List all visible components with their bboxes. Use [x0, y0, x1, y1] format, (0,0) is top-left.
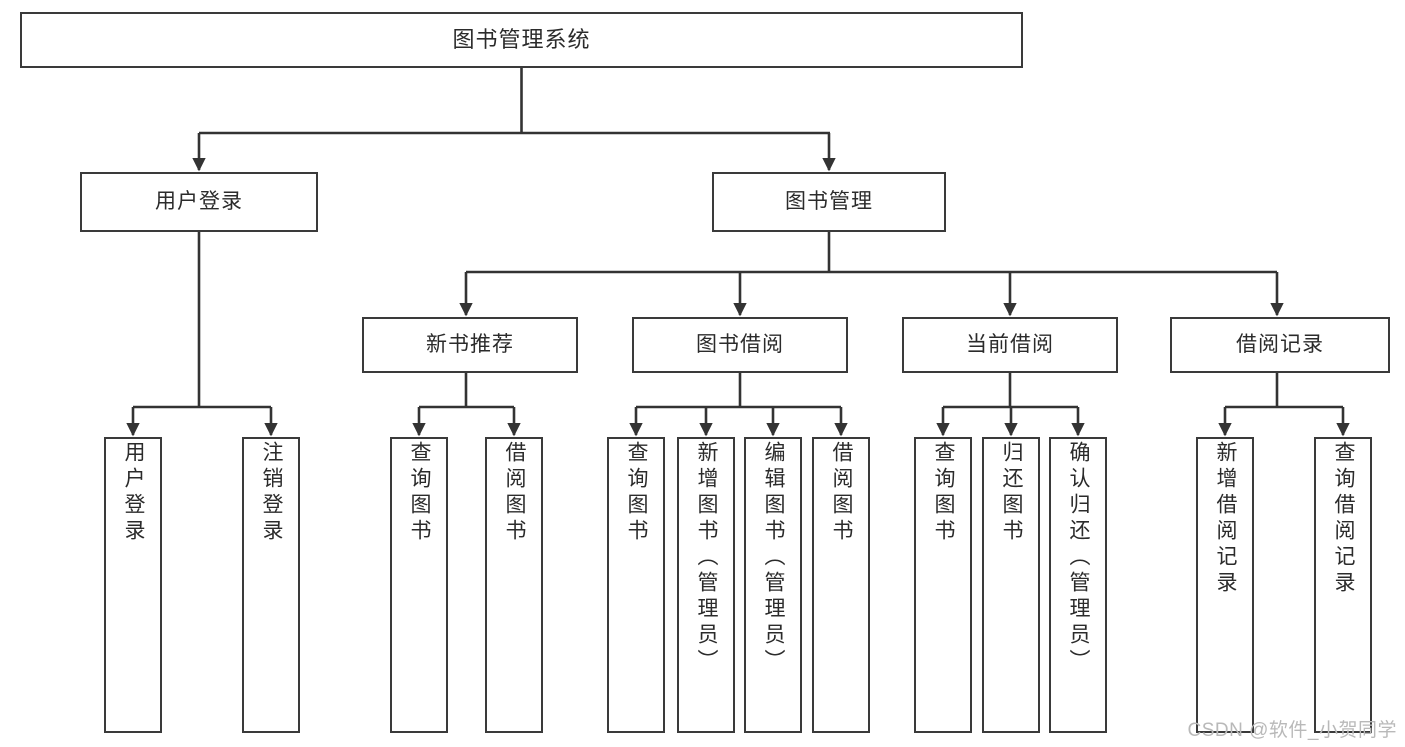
node-label: 注销登录: [260, 441, 284, 545]
node-label: 确认归还（管理员）: [1067, 441, 1091, 675]
node-leaf-borrow-book-2[interactable]: 借阅图书: [812, 437, 870, 733]
node-label: 图书借阅: [696, 333, 784, 357]
node-current-borrow[interactable]: 当前借阅: [902, 317, 1118, 373]
node-leaf-query-book-1[interactable]: 查询图书: [390, 437, 448, 733]
node-label: 借阅图书: [503, 441, 527, 545]
node-label: 图书管理: [785, 190, 873, 214]
node-book-borrow[interactable]: 图书借阅: [632, 317, 848, 373]
node-new-book-recommend[interactable]: 新书推荐: [362, 317, 578, 373]
node-leaf-add-book[interactable]: 新增图书（管理员）: [677, 437, 735, 733]
node-leaf-logout-login[interactable]: 注销登录: [242, 437, 300, 733]
node-label: 用户登录: [155, 190, 243, 214]
node-label: 查询图书: [932, 441, 956, 545]
node-label: 新增图书（管理员）: [695, 441, 719, 675]
node-leaf-borrow-book-1[interactable]: 借阅图书: [485, 437, 543, 733]
node-leaf-return-book[interactable]: 归还图书: [982, 437, 1040, 733]
node-leaf-add-borrow-record[interactable]: 新增借阅记录: [1196, 437, 1254, 733]
node-borrow-record[interactable]: 借阅记录: [1170, 317, 1390, 373]
node-leaf-confirm-return[interactable]: 确认归还（管理员）: [1049, 437, 1107, 733]
node-leaf-query-borrow-record[interactable]: 查询借阅记录: [1314, 437, 1372, 733]
node-book-management[interactable]: 图书管理: [712, 172, 946, 232]
node-label: 当前借阅: [966, 333, 1054, 357]
node-label: 编辑图书（管理员）: [762, 441, 786, 675]
node-label: 借阅记录: [1236, 333, 1324, 357]
node-user-login[interactable]: 用户登录: [80, 172, 318, 232]
node-label: 查询借阅记录: [1332, 441, 1356, 597]
node-leaf-user-login[interactable]: 用户登录: [104, 437, 162, 733]
node-label: 新书推荐: [426, 333, 514, 357]
node-label: 归还图书: [1000, 441, 1024, 545]
node-root-book-management-system[interactable]: 图书管理系统: [20, 12, 1023, 68]
node-label: 用户登录: [122, 441, 146, 545]
node-leaf-query-book-3[interactable]: 查询图书: [914, 437, 972, 733]
node-leaf-query-book-2[interactable]: 查询图书: [607, 437, 665, 733]
node-label: 图书管理系统: [452, 26, 591, 52]
node-label: 查询图书: [408, 441, 432, 545]
node-leaf-edit-book[interactable]: 编辑图书（管理员）: [744, 437, 802, 733]
watermark-text: CSDN @软件_小贺同学: [1187, 720, 1397, 741]
node-label: 借阅图书: [830, 441, 854, 545]
node-label: 新增借阅记录: [1214, 441, 1238, 597]
node-label: 查询图书: [625, 441, 649, 545]
